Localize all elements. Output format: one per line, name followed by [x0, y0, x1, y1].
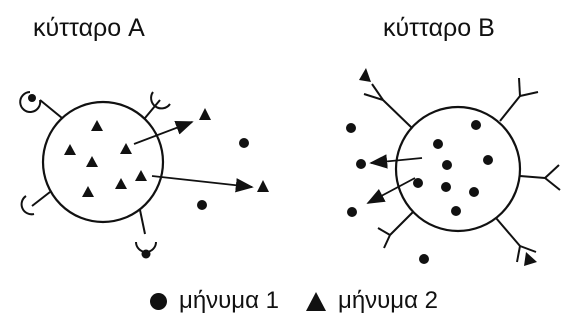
cell-a-membrane — [41, 100, 165, 224]
dot-message-1 — [419, 254, 429, 264]
cell-b-receptor — [377, 211, 414, 249]
cell-b-receptor — [499, 77, 539, 122]
triangle-message-2 — [199, 108, 211, 120]
dot-message-1 — [197, 200, 207, 210]
cell-b-bound-triangle — [524, 252, 537, 266]
cell-b-receptor — [495, 217, 537, 263]
triangle-message-2 — [257, 180, 269, 192]
dot-message-1 — [356, 159, 366, 169]
cell-a-receptor — [144, 91, 171, 119]
dot-message-1 — [346, 123, 356, 133]
legend-item-message-1: μήνυμα 1 — [150, 287, 279, 315]
cell-a-receptor — [20, 191, 51, 216]
cell-a-receptor — [19, 91, 63, 119]
secretion-arrow — [369, 154, 423, 169]
cell-b-receptor — [519, 164, 561, 191]
triangle-message-2 — [64, 144, 76, 155]
triangle-message-2 — [82, 186, 94, 197]
dot-message-1 — [433, 139, 443, 149]
cell-b-membrane — [394, 105, 522, 233]
legend: μήνυμα 1 μήνυμα 2 — [0, 287, 581, 317]
legend-item-message-2: μήνυμα 2 — [306, 287, 438, 315]
dot-icon — [150, 292, 167, 310]
cell-b — [346, 68, 561, 266]
dot-message-1 — [441, 182, 451, 192]
cell-a-title: κύτταρο A — [33, 14, 145, 42]
dot-message-1 — [451, 206, 461, 216]
triangle-icon — [306, 291, 326, 311]
cell-b-bound-triangle — [359, 68, 371, 82]
legend-label-message-2: μήνυμα 2 — [338, 287, 439, 314]
dot-message-1 — [347, 207, 357, 217]
cells-illustration — [19, 68, 561, 266]
triangle-message-2 — [120, 143, 132, 154]
triangle-message-2 — [115, 178, 127, 189]
cell-a-receptor — [135, 209, 157, 253]
triangle-message-2 — [91, 120, 103, 131]
dot-message-1 — [471, 120, 481, 130]
cell-a-bound-dot — [141, 249, 151, 259]
cell-b-receptor — [363, 83, 413, 129]
triangle-message-2 — [86, 156, 98, 167]
secretion-arrow — [133, 121, 194, 145]
triangle-message-2 — [135, 170, 147, 181]
secretion-arrow — [366, 177, 416, 204]
dot-message-1 — [483, 155, 493, 165]
dot-message-1 — [239, 138, 249, 148]
cell-b-title: κύτταρο B — [383, 14, 495, 42]
dot-message-1 — [469, 187, 479, 197]
secretion-arrow — [151, 175, 254, 193]
cell-a-bound-dot — [28, 94, 36, 102]
legend-label-message-1: μήνυμα 1 — [179, 287, 280, 314]
dot-message-1 — [413, 178, 423, 188]
cell-a — [19, 91, 269, 259]
dot-message-1 — [442, 160, 452, 170]
